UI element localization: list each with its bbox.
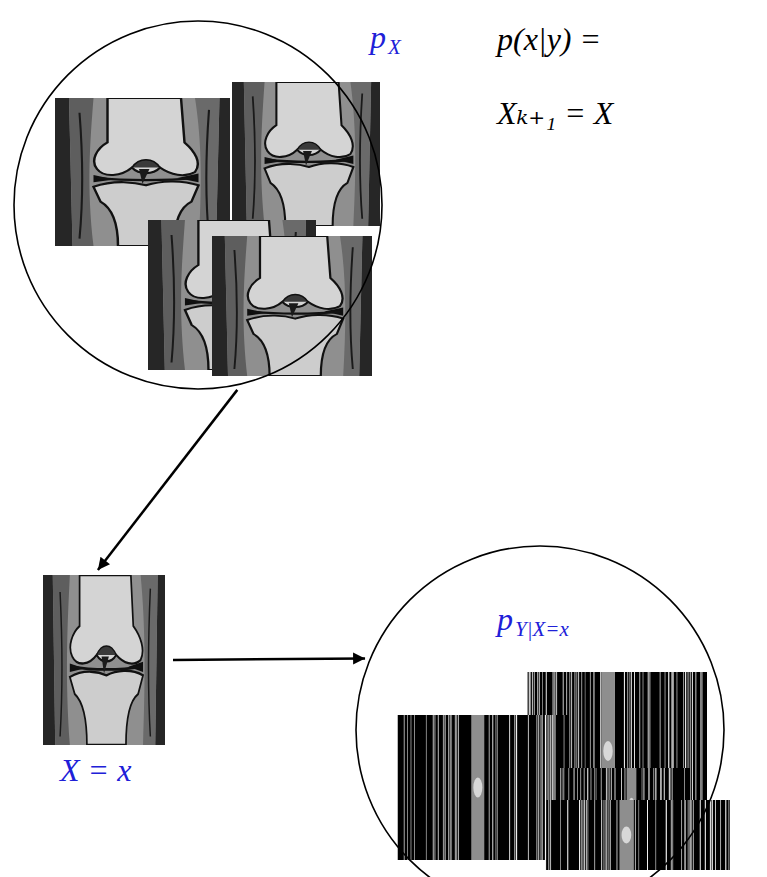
sample-line — [407, 715, 409, 860]
arrow-connector — [98, 390, 237, 570]
sample-line — [720, 800, 722, 870]
mri-image — [232, 82, 380, 226]
sample-line — [403, 715, 405, 860]
mask-ground — [545, 800, 730, 870]
distribution-circle: pX — [13, 20, 383, 390]
distribution-label: p — [497, 602, 513, 637]
sample-line — [444, 715, 446, 860]
distribution-subscript: Y|X=x — [515, 618, 569, 641]
kspace-center — [473, 778, 482, 798]
sample-line — [448, 715, 450, 860]
sample-line — [514, 715, 515, 860]
circle-outline — [355, 545, 725, 877]
mri-image — [212, 236, 372, 376]
sample-line — [509, 715, 511, 860]
sample-line — [594, 800, 596, 870]
sample-line — [455, 715, 456, 860]
sample-line — [602, 800, 604, 870]
sample-line — [728, 800, 730, 870]
sample-line — [548, 800, 550, 870]
sample-line — [495, 715, 497, 860]
sample-line — [684, 800, 685, 870]
sample-line — [581, 800, 582, 870]
sample-line — [638, 800, 640, 870]
kspace-mask — [545, 800, 730, 870]
sample-line — [397, 715, 399, 860]
sample-line — [587, 800, 589, 870]
circle-border — [14, 21, 382, 389]
kspace-masks — [397, 672, 730, 870]
sample-line — [605, 800, 606, 870]
sample-line — [655, 800, 657, 870]
sample-line — [434, 715, 435, 860]
sample-line — [516, 715, 517, 860]
sample-line — [586, 800, 587, 870]
kspace-mask — [397, 715, 569, 860]
sample-line — [616, 800, 617, 870]
mri-images — [43, 82, 380, 745]
sample-line — [437, 715, 439, 860]
sample-line — [635, 800, 637, 870]
sample-line — [410, 715, 412, 860]
sample-line — [579, 800, 581, 870]
sample-line — [458, 715, 460, 860]
sample-line — [539, 715, 541, 860]
sample-line — [692, 800, 694, 870]
sample-line — [550, 800, 552, 870]
sample-line — [538, 715, 540, 860]
sample-line — [687, 800, 689, 870]
sample-line — [414, 715, 416, 860]
sample-line — [497, 715, 499, 860]
sample-line — [700, 800, 701, 870]
sample-line — [666, 800, 667, 870]
sample-line — [610, 800, 611, 870]
sample-line — [560, 800, 562, 870]
distribution-circle: pY|X=x — [355, 545, 725, 877]
sample-line — [542, 715, 543, 860]
sample-line — [606, 800, 607, 870]
equation: p(x|y) = — [497, 22, 601, 57]
kspace-center — [622, 827, 632, 844]
sample-line — [456, 715, 458, 860]
sample-image: X = x — [43, 575, 165, 745]
sample-line — [607, 800, 609, 870]
sample-line — [681, 800, 682, 870]
sample-line — [582, 800, 583, 870]
sample-line — [715, 800, 717, 870]
sample-line — [712, 800, 713, 870]
distribution-label: p — [370, 20, 386, 55]
sample-line — [488, 715, 490, 860]
sample-line — [601, 800, 603, 870]
sample-line — [672, 800, 674, 870]
sample-line — [442, 715, 444, 860]
sample-line — [709, 800, 711, 870]
center-band — [619, 800, 633, 870]
sample-line — [451, 715, 453, 860]
sample-line — [527, 715, 529, 860]
sample-line — [536, 715, 538, 860]
sample-line — [492, 715, 493, 860]
circle-border — [356, 546, 724, 877]
sample-label: X = x — [60, 753, 131, 788]
arrow-connector — [173, 658, 365, 660]
center-band — [471, 715, 484, 860]
sample-line — [647, 800, 649, 870]
sample-line — [425, 715, 427, 860]
sample-line — [433, 715, 434, 860]
sample-line — [725, 800, 726, 870]
distribution-subscript: X — [388, 36, 401, 59]
sample-line — [449, 715, 451, 860]
kspace-center — [603, 741, 612, 761]
sample-line — [545, 800, 546, 870]
mask-ground — [397, 715, 569, 860]
circle-outline — [13, 20, 383, 390]
equation: Xₖ₊₁ = X — [497, 96, 613, 131]
sample-line — [584, 800, 586, 870]
sample-line — [567, 800, 568, 870]
mri-image — [43, 575, 165, 745]
